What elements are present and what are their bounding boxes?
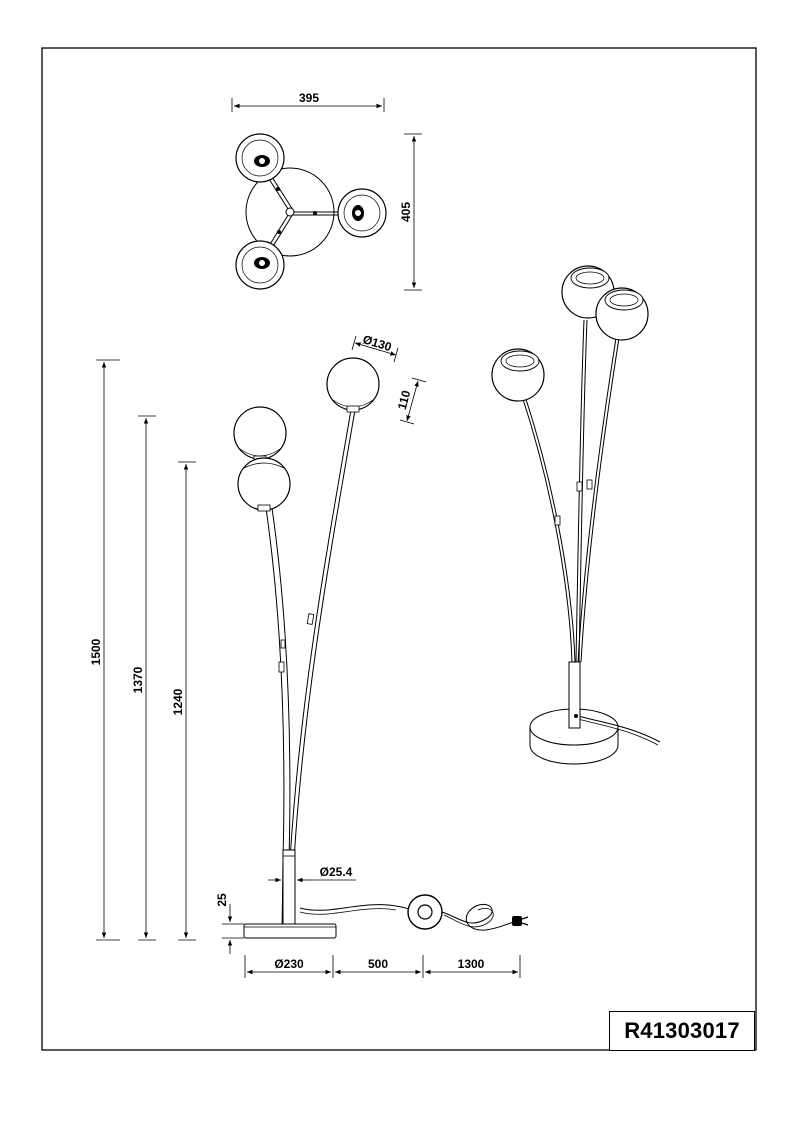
dim-shade-height-label: 110 — [395, 388, 414, 411]
front-shade-lower-left — [237, 457, 291, 512]
dim-height-mid: 1370 — [131, 415, 156, 941]
dim-tube-diameter-label: Ø25.4 — [320, 865, 353, 879]
drawing-frame — [41, 47, 757, 1051]
perspective-shade-left — [491, 348, 545, 402]
top-shade-1 — [235, 133, 285, 183]
dim-base-height-label: 25 — [215, 893, 229, 907]
dim-top-depth-label: 405 — [399, 202, 413, 222]
front-shade-upper-left — [233, 406, 287, 463]
dim-tube-diameter: Ø25.4 — [268, 865, 356, 883]
dim-top-depth: 405 — [399, 133, 422, 291]
dim-base-height: 25 — [215, 893, 244, 954]
top-view — [235, 133, 387, 290]
dim-top-width: 395 — [231, 91, 385, 112]
dim-height-low: 1240 — [171, 461, 196, 941]
perspective-shade-right — [595, 287, 649, 341]
top-shade-2 — [337, 188, 387, 238]
dim-shade-diameter: Ø130 — [351, 332, 399, 363]
dim-shade-diameter-label: Ø130 — [361, 332, 393, 354]
foot-switch-icon — [407, 894, 443, 930]
dim-base-diameter-label: Ø230 — [274, 957, 304, 971]
dim-height-low-label: 1240 — [171, 688, 185, 715]
dim-height-mid-label: 1370 — [131, 666, 145, 693]
product-code: R41303017 — [609, 1011, 755, 1051]
dim-cable-switch-label: 500 — [368, 957, 388, 971]
top-shade-3 — [235, 240, 285, 290]
front-view — [233, 357, 529, 939]
dim-height-total-label: 1500 — [89, 638, 103, 665]
perspective-view — [491, 265, 661, 765]
dim-cable-plug-label: 1300 — [458, 957, 485, 971]
dim-height-total: 1500 — [89, 359, 120, 941]
front-shade-top — [326, 357, 380, 413]
plug-icon — [512, 916, 529, 926]
dim-shade-height: 110 — [395, 377, 427, 425]
dim-top-width-label: 395 — [299, 91, 319, 105]
dim-bottom-chain: Ø230 500 1300 — [244, 955, 521, 978]
